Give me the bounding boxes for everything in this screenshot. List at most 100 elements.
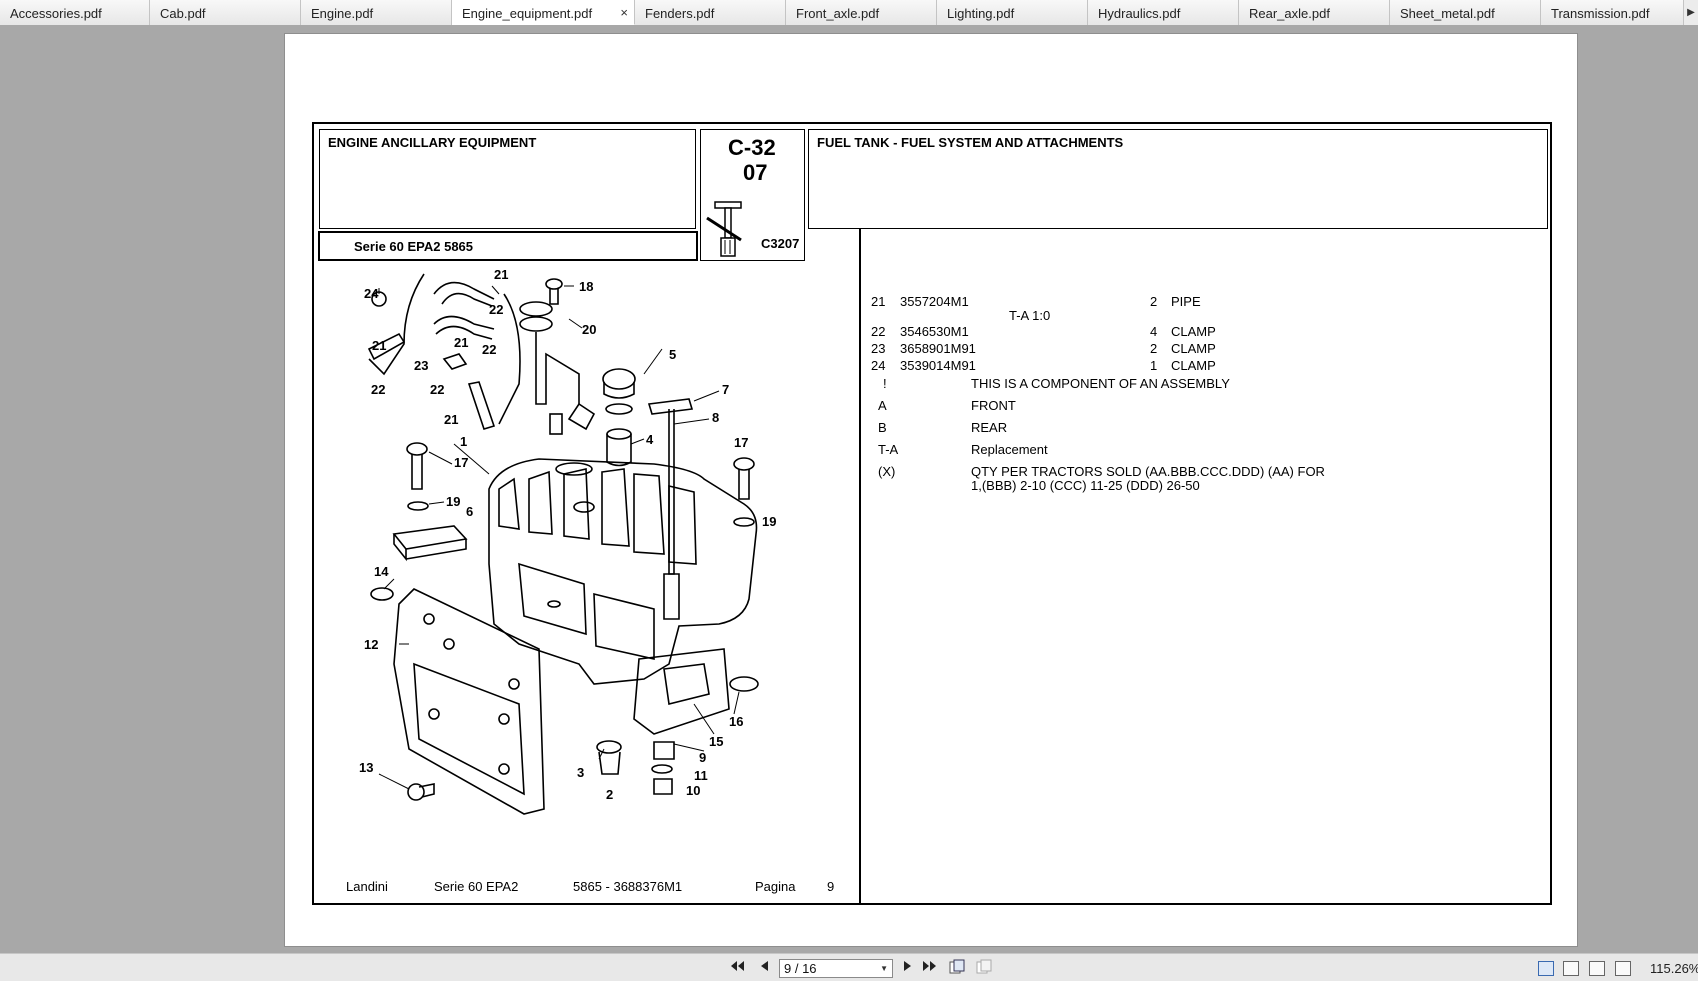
legend-key: ! (883, 376, 887, 391)
rotate-page-icon[interactable] (948, 959, 966, 977)
part-ref: 24 (871, 358, 886, 373)
fuel-filler-icon (706, 201, 742, 257)
part-title-box: FUEL TANK - FUEL SYSTEM AND ATTACHMENTS (808, 129, 1548, 229)
tab-scroll-right-icon[interactable]: ▶ (1684, 0, 1698, 25)
callout: 14 (374, 564, 389, 579)
part-desc: CLAMP (1171, 358, 1216, 373)
callout: 17 (734, 435, 748, 450)
callout: 8 (712, 410, 719, 425)
tab-rear-axle[interactable]: Rear_axle.pdf (1239, 0, 1390, 25)
first-page-icon[interactable] (728, 959, 746, 977)
callout: 22 (482, 342, 496, 357)
tab-transmission[interactable]: Transmission.pdf (1541, 0, 1684, 25)
callout: 17 (454, 455, 468, 470)
legend-text: REAR (971, 420, 1008, 435)
callout: 1 (460, 434, 467, 449)
part-desc: CLAMP (1171, 324, 1216, 339)
next-page-icon[interactable] (899, 959, 917, 977)
parts-sheet-frame: ENGINE ANCILLARY EQUIPMENT Serie 60 EPA2… (312, 122, 1552, 905)
part-ref: 22 (871, 324, 886, 339)
part-number: 3557204M1 (900, 294, 969, 309)
section-title-box: ENGINE ANCILLARY EQUIPMENT (319, 129, 696, 229)
code-sub: 07 (743, 160, 768, 185)
page-number-select[interactable]: 9 / 16 ▼ (779, 959, 893, 978)
tab-lighting[interactable]: Lighting.pdf (937, 0, 1088, 25)
continuous-view-icon[interactable] (1563, 961, 1579, 976)
callout: 24 (364, 286, 379, 301)
legend-text: Replacement (971, 442, 1048, 457)
tab-engine-equipment[interactable]: Engine_equipment.pdf× (452, 0, 635, 25)
page-number-value: 9 / 16 (784, 961, 817, 976)
code-box: C-32 07 C3207 (700, 129, 805, 261)
pdf-page: ENGINE ANCILLARY EQUIPMENT Serie 60 EPA2… (284, 33, 1578, 947)
exploded-parts-drawing: 21 18 24 22 20 21 21 22 23 5 22 22 21 1 … (359, 267, 776, 815)
section-title: ENGINE ANCILLARY EQUIPMENT (328, 135, 537, 150)
close-tab-icon[interactable]: × (620, 5, 628, 20)
tab-label: Cab.pdf (160, 6, 206, 21)
part-number: 3546530M1 (900, 324, 969, 339)
tab-fenders[interactable]: Fenders.pdf (635, 0, 786, 25)
code-ref: C3207 (761, 236, 800, 251)
tab-front-axle[interactable]: Front_axle.pdf (786, 0, 937, 25)
callout: 22 (489, 302, 503, 317)
callout: 23 (414, 358, 428, 373)
tab-accessories[interactable]: Accessories.pdf (0, 0, 150, 25)
tab-label: Sheet_metal.pdf (1400, 6, 1495, 21)
callout: 9 (699, 750, 706, 765)
legend-key: A (878, 398, 887, 413)
callout: 19 (446, 494, 460, 509)
prev-page-icon[interactable] (755, 959, 773, 977)
tab-engine[interactable]: Engine.pdf (301, 0, 452, 25)
fit-page-icon[interactable] (975, 959, 993, 977)
tab-sheet-metal[interactable]: Sheet_metal.pdf (1390, 0, 1541, 25)
callout: 11 (694, 768, 708, 783)
part-qty: 2 (1150, 341, 1158, 356)
legend-key: (X) (878, 464, 896, 479)
callout: 12 (364, 637, 378, 652)
callout: 10 (686, 783, 700, 798)
callout: 19 (762, 514, 776, 529)
callout: 13 (359, 760, 373, 775)
tab-hydraulics[interactable]: Hydraulics.pdf (1088, 0, 1239, 25)
continuous-facing-view-icon[interactable] (1615, 961, 1631, 976)
zoom-level[interactable]: 115.26% (1650, 961, 1698, 976)
callout: 5 (669, 347, 676, 362)
tab-label: Engine.pdf (311, 6, 374, 21)
callout: 6 (466, 504, 473, 519)
callout: 15 (709, 734, 723, 749)
tab-label: Accessories.pdf (10, 6, 102, 21)
navigation-toolbar: 9 / 16 ▼ 115.26% (0, 953, 1698, 981)
callout: 7 (722, 382, 729, 397)
callout: 21 (494, 267, 508, 282)
tab-label: Front_axle.pdf (796, 6, 880, 21)
legend-key: B (878, 420, 887, 435)
legend-text: FRONT (971, 398, 1016, 413)
facing-view-icon[interactable] (1589, 961, 1605, 976)
footer-serie: Serie 60 EPA2 (434, 879, 519, 894)
callout: 21 (454, 335, 468, 350)
footer-page-label: Pagina (755, 879, 796, 894)
code-main: C-32 (728, 135, 776, 160)
part-qty: 2 (1150, 294, 1158, 309)
tab-label: Fenders.pdf (645, 6, 715, 21)
footer-brand: Landini (346, 879, 388, 894)
tab-cab[interactable]: Cab.pdf (150, 0, 301, 25)
last-page-icon[interactable] (921, 959, 939, 977)
footer-code: 5865 - 3688376M1 (573, 879, 683, 894)
single-page-view-icon[interactable] (1538, 961, 1554, 976)
callout: 2 (606, 787, 613, 802)
callout: 20 (582, 322, 596, 337)
callout: 16 (729, 714, 743, 729)
tab-label: Transmission.pdf (1551, 6, 1650, 21)
serie-label: Serie 60 EPA2 5865 (354, 239, 474, 254)
part-number: 3539014M91 (900, 358, 976, 373)
part-note: T-A 1:0 (1009, 308, 1051, 323)
callout: 21 (444, 412, 458, 427)
legend-text-continued: 1,(BBB) 2-10 (CCC) 11-25 (DDD) 26-50 (971, 478, 1200, 493)
serie-box: Serie 60 EPA2 5865 (318, 231, 698, 261)
part-title: FUEL TANK - FUEL SYSTEM AND ATTACHMENTS (817, 135, 1124, 150)
tab-label: Rear_axle.pdf (1249, 6, 1330, 21)
column-divider (859, 229, 861, 905)
part-qty: 1 (1150, 358, 1158, 373)
footer-page-number: 9 (827, 879, 835, 894)
